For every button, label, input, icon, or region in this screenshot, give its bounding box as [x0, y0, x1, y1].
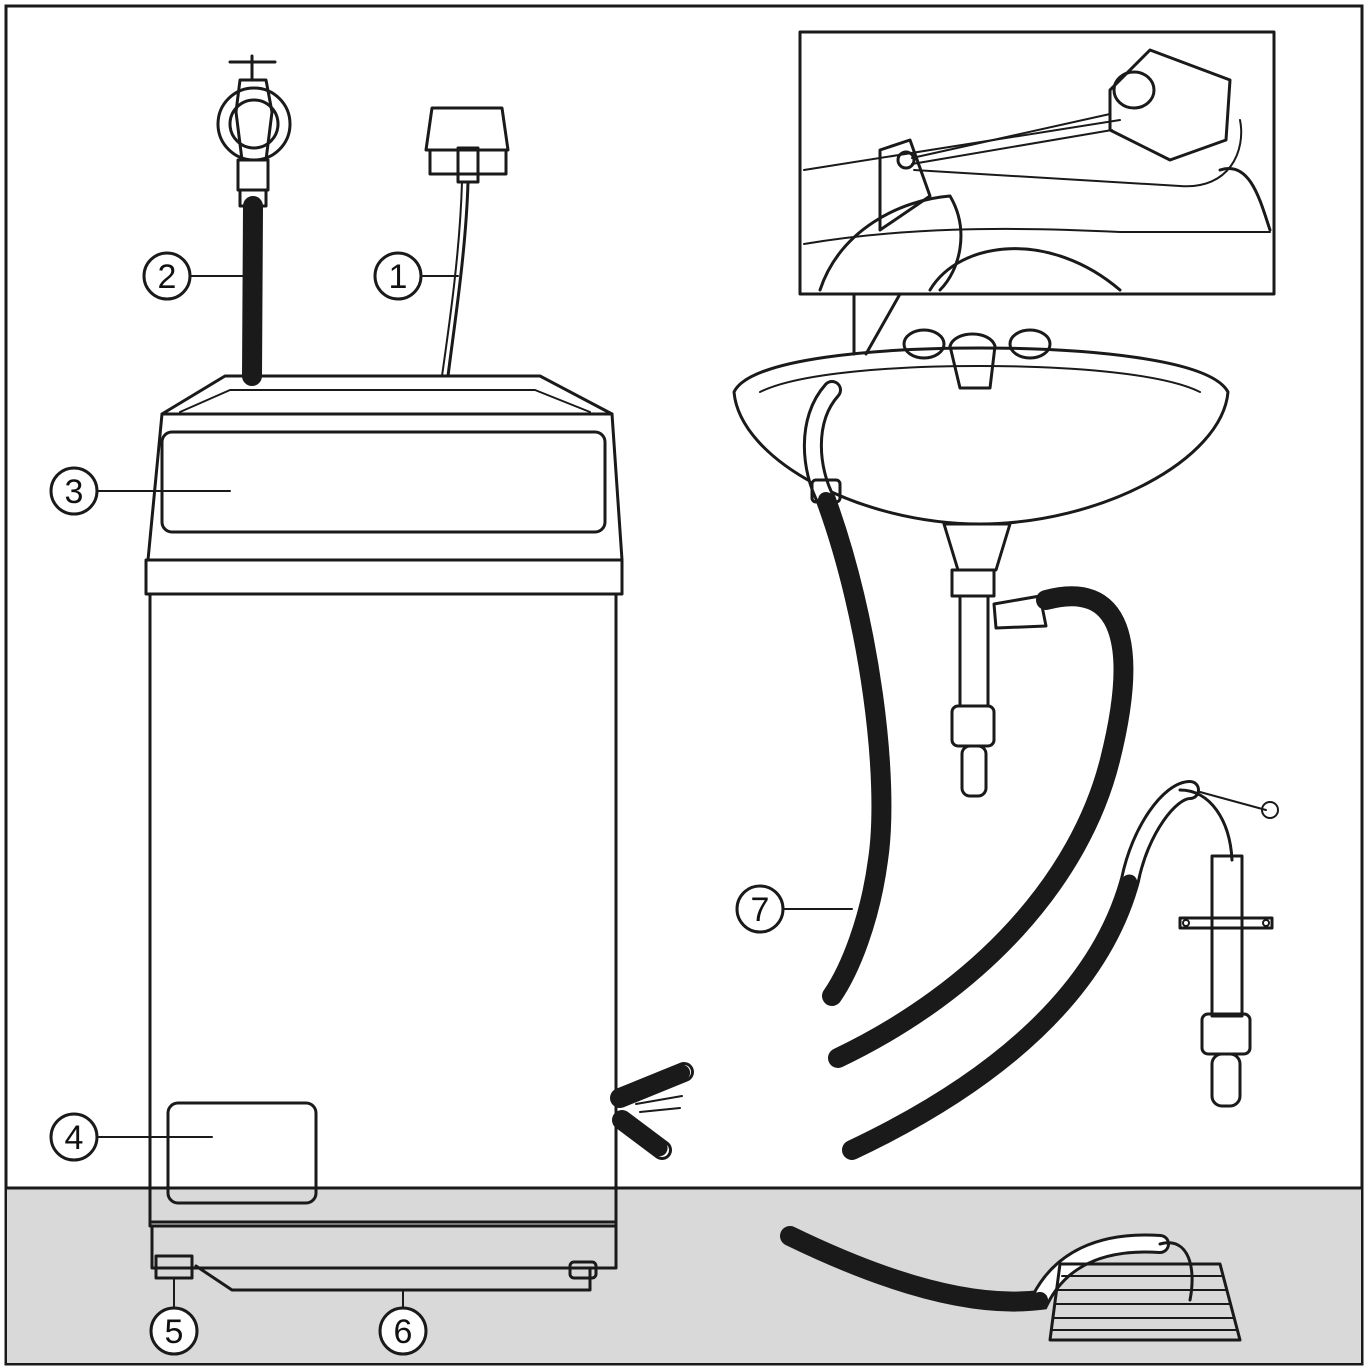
sink-detail-inset — [798, 30, 1276, 296]
callout-4: 4 — [49, 1112, 99, 1162]
service-panel — [166, 1101, 318, 1205]
sink — [732, 328, 1230, 798]
callout-2-label: 2 — [158, 258, 177, 296]
callout-3-label: 3 — [65, 473, 84, 511]
washing-machine — [144, 374, 694, 1292]
power-plug-and-cable — [424, 106, 510, 378]
callout-7: 7 — [735, 884, 785, 934]
water-inlet-hose — [242, 196, 263, 386]
callout-2: 2 — [142, 251, 192, 301]
diagram-frame — [4, 4, 1364, 1366]
drain-hose — [780, 380, 1279, 1342]
callout-6-label: 6 — [394, 1313, 413, 1351]
callout-1: 1 — [373, 251, 423, 301]
callout-1-label: 1 — [389, 258, 408, 296]
callout-7-label: 7 — [751, 891, 770, 929]
callout-6: 6 — [378, 1306, 428, 1356]
leader-lines — [96, 275, 853, 1309]
control-panel — [160, 430, 607, 534]
callout-5-label: 5 — [165, 1313, 184, 1351]
callout-4-label: 4 — [65, 1119, 84, 1157]
water-tap — [216, 54, 292, 208]
callout-5: 5 — [149, 1306, 199, 1356]
callout-3: 3 — [49, 466, 99, 516]
